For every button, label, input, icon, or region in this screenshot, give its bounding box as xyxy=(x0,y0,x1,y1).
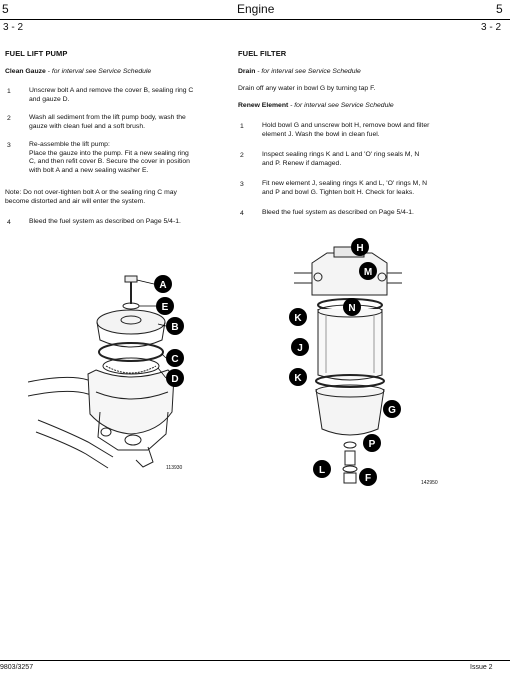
step-number: 2 xyxy=(7,115,11,122)
callout-h: H xyxy=(356,243,363,254)
chapter-number-left: 5 xyxy=(2,2,9,16)
step-text: Re-assemble the lift pump:Place the gauz… xyxy=(29,141,190,174)
callout-k: K xyxy=(294,313,302,324)
step-number: 4 xyxy=(240,210,244,217)
chapter-number-right: 5 xyxy=(496,2,503,16)
drain-text: Drain off any water in bowl G by turning… xyxy=(238,85,376,92)
clean-gauze-subheading: Clean Gauze - for interval see Service S… xyxy=(5,68,152,75)
note-text: Note: Do not over-tighten bolt A or the … xyxy=(5,189,177,205)
fuel-lift-pump-illustration: A E B C D xyxy=(28,275,184,469)
step-text: Bleed the fuel system as described on Pa… xyxy=(262,209,414,216)
fuel-lift-pump-heading: FUEL LIFT PUMP xyxy=(5,49,68,58)
step-number: 1 xyxy=(7,88,11,95)
document-number: 9803/3257 xyxy=(0,664,34,671)
callout-l: L xyxy=(319,465,325,476)
step-number: 3 xyxy=(7,142,11,149)
step-text: Unscrew bolt A and remove the cover B, s… xyxy=(29,87,194,103)
step-number: 4 xyxy=(7,219,11,226)
issue-label: Issue 2 xyxy=(470,664,493,671)
step-number: 3 xyxy=(240,181,244,188)
callout-b: B xyxy=(171,322,178,333)
figure-number: 142950 xyxy=(421,480,438,486)
footer-rule xyxy=(0,660,510,661)
step-text: Wash all sediment from the lift pump bod… xyxy=(29,114,186,130)
callout-p: P xyxy=(369,439,376,450)
step-text: Bleed the fuel system as described on Pa… xyxy=(29,218,181,225)
renew-element-subheading: Renew Element - for interval see Service… xyxy=(238,102,394,109)
page-ref-right: 3 - 2 xyxy=(481,22,502,33)
step-text: Fit new element J, sealing rings K and L… xyxy=(262,180,428,196)
pump-callouts: A E B C D xyxy=(136,275,184,387)
callout-m: M xyxy=(364,267,372,278)
callout-f: F xyxy=(365,473,371,484)
step-number: 2 xyxy=(240,152,244,159)
callout-g: G xyxy=(388,405,396,416)
drain-subheading: Drain - for interval see Service Schedul… xyxy=(238,68,361,75)
header-rule xyxy=(0,19,510,20)
page-ref-left: 3 - 2 xyxy=(3,22,24,33)
callout-k: K xyxy=(294,373,302,384)
fuel-filter-heading: FUEL FILTER xyxy=(238,49,287,58)
callout-c: C xyxy=(171,354,178,365)
callout-j: J xyxy=(297,343,303,354)
step-text: Inspect sealing rings K and L and 'O' ri… xyxy=(262,151,420,167)
step-text: Hold bowl G and unscrew bolt H, remove b… xyxy=(262,122,430,138)
callout-d: D xyxy=(171,374,178,385)
callout-n: N xyxy=(348,303,355,314)
callout-a: A xyxy=(159,280,166,291)
fuel-filter-illustration: H M N K J K G P L F xyxy=(289,238,402,486)
figure-number: 113930 xyxy=(166,465,183,471)
callout-e: E xyxy=(162,302,169,313)
page-title: Engine xyxy=(237,2,275,16)
step-number: 1 xyxy=(240,123,244,130)
